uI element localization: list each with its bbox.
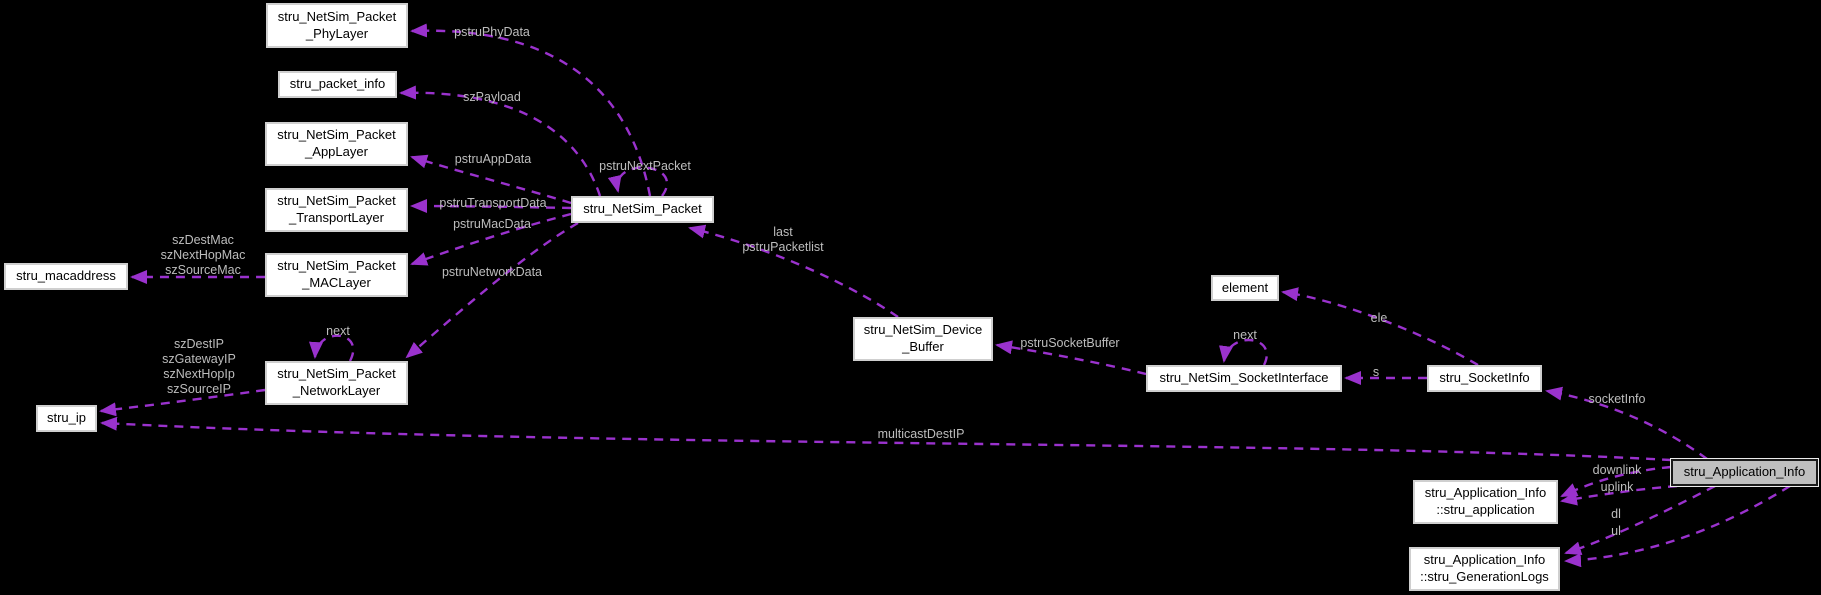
node-stru-netsim-packet-maclayer[interactable]: stru_NetSim_Packet _MACLayer [265, 253, 408, 297]
edge-pstruNetworkData [405, 221, 579, 359]
edge-label-szSourceMac: szSourceMac [165, 263, 241, 277]
node-label: _AppLayer [305, 144, 368, 159]
node-stru-netsim-packet-phylayer[interactable]: stru_NetSim_Packet _PhyLayer [266, 3, 408, 48]
edge-label-socketInfo: socketInfo [1588, 392, 1646, 406]
edge-ele [1281, 287, 1479, 367]
edge-label-s: s [1372, 365, 1380, 379]
node-label: _TransportLayer [289, 210, 384, 225]
node-label: _NetworkLayer [292, 383, 381, 398]
edge-uplink [1560, 484, 1678, 506]
node-stru-netsim-device-buffer[interactable]: stru_NetSim_Device _Buffer [853, 317, 993, 361]
edge-label-next-socketinterface: next [1233, 328, 1257, 342]
node-label: stru_ip [46, 410, 87, 426]
edge-socketInfo [1545, 386, 1708, 460]
node-stru-macaddress[interactable]: stru_macaddress [4, 263, 128, 290]
node-stru-netsim-packet-applayer[interactable]: stru_NetSim_Packet _AppLayer [265, 122, 408, 166]
node-element[interactable]: element [1211, 275, 1279, 301]
edge-downlink [1560, 465, 1672, 498]
edge-label-pstruTransportData: pstruTransportData [439, 196, 547, 210]
node-label: _Buffer [902, 339, 944, 354]
node-stru-netsim-packet[interactable]: stru_NetSim_Packet [571, 196, 714, 223]
node-label: stru_NetSim_SocketInterface [1159, 370, 1329, 386]
node-stru-packet-info[interactable]: stru_packet_info [278, 71, 397, 98]
edge-label-next-networklayer: next [326, 324, 350, 338]
edge-label-szSourceIP: szSourceIP [167, 382, 231, 396]
edge-label-pstruAppData: pstruAppData [454, 152, 532, 166]
node-label: _PhyLayer [305, 25, 369, 41]
node-stru-netsim-packet-networklayer[interactable]: stru_NetSim_Packet _NetworkLayer [265, 361, 408, 405]
edge-label-pstruNetworkData: pstruNetworkData [441, 265, 543, 279]
node-label: stru_NetSim_Packet [277, 127, 396, 143]
node-stru-application-info-current: stru_Application_Info [1671, 459, 1818, 486]
node-label: stru_NetSim_Packet [277, 258, 396, 274]
edge-label-pstruSocketBuffer: pstruSocketBuffer [1020, 336, 1120, 350]
node-label: _MACLayer [302, 275, 371, 290]
edge-pstruMacData [410, 212, 572, 266]
node-label: stru_NetSim_Packet [277, 366, 396, 382]
node-label: stru_Application_Info [1423, 552, 1546, 568]
edge-label-szDestMac: szDestMac [172, 233, 234, 247]
edge-label-pstruPhyData: pstruPhyData [454, 25, 530, 39]
node-stru-socketinfo[interactable]: stru_SocketInfo [1427, 365, 1542, 392]
edge-label-szNextHopMac: szNextHopMac [160, 248, 246, 262]
node-label: stru_NetSim_Packet [583, 201, 702, 217]
edge-pstruSocketBuffer [995, 340, 1147, 376]
node-label: ::stru_application [1436, 502, 1535, 517]
edge-label-multicastDestIP: multicastDestIP [877, 427, 965, 441]
edge-ul [1564, 484, 1791, 568]
node-label: stru_Application_Info [1683, 464, 1806, 480]
edge-label-dl: dl [1611, 507, 1621, 521]
node-label: stru_NetSim_Device [863, 322, 983, 338]
node-label: stru_NetSim_Packet [277, 193, 396, 209]
edge-pstruTransportData [410, 199, 572, 214]
node-label: stru_SocketInfo [1439, 370, 1530, 386]
edge-dl [1564, 484, 1716, 556]
edge-label-uplink: uplink [1600, 480, 1634, 494]
edge-next-socketinterface-selfloop [1219, 338, 1268, 366]
node-label: stru_Application_Info [1424, 485, 1547, 501]
edge-label-pstruPacketlist: pstruPacketlist [742, 240, 824, 254]
edge-label-dl-ul: dl ul [1611, 506, 1621, 540]
node-label: element [1221, 279, 1269, 295]
edge-label-packetlist: last pstruPacketlist [742, 225, 823, 255]
edge-label-mac-fields: szDestMac szNextHopMac szSourceMac [161, 233, 246, 278]
edge-label-szGatewayIP: szGatewayIP [162, 352, 236, 366]
edge-label-downlink-uplink: downlink uplink [1593, 462, 1642, 496]
edge-label-szDestIP: szDestIP [173, 337, 225, 351]
edge-label-ip-fields: szDestIP szGatewayIP szNextHopIp szSourc… [162, 337, 236, 397]
edge-label-downlink: downlink [1592, 463, 1642, 477]
edge-szPayload [399, 85, 602, 197]
edge-label-szNextHopIp: szNextHopIp [163, 367, 235, 381]
edge-pstruAppData [410, 154, 572, 205]
node-stru-netsim-packet-transportlayer[interactable]: stru_NetSim_Packet _TransportLayer [265, 188, 408, 232]
edge-label-szPayload: szPayload [463, 90, 521, 104]
node-label: stru_NetSim_Packet [277, 8, 397, 24]
node-stru-application-info-stru-generationlogs[interactable]: stru_Application_Info ::stru_GenerationL… [1409, 547, 1560, 591]
node-stru-ip[interactable]: stru_ip [36, 405, 97, 432]
edge-multicastDestIP [100, 416, 1672, 462]
node-label: ::stru_GenerationLogs [1420, 569, 1549, 584]
edge-label-ele: ele [1370, 311, 1388, 325]
edge-next-networklayer-selfloop [309, 334, 355, 362]
edge-szIP-fields [99, 388, 266, 417]
edge-label-pstruNextPacket: pstruNextPacket [599, 159, 691, 173]
edge-label-ul: ul [1611, 524, 1621, 538]
edge-label-pstruMacData: pstruMacData [453, 217, 531, 231]
edge-label-last: last [773, 225, 793, 239]
node-stru-netsim-socketinterface[interactable]: stru_NetSim_SocketInterface [1146, 365, 1342, 392]
node-label: stru_macaddress [16, 268, 116, 284]
node-label: stru_packet_info [289, 76, 386, 92]
node-stru-application-info-stru-application[interactable]: stru_Application_Info ::stru_application [1413, 480, 1558, 524]
